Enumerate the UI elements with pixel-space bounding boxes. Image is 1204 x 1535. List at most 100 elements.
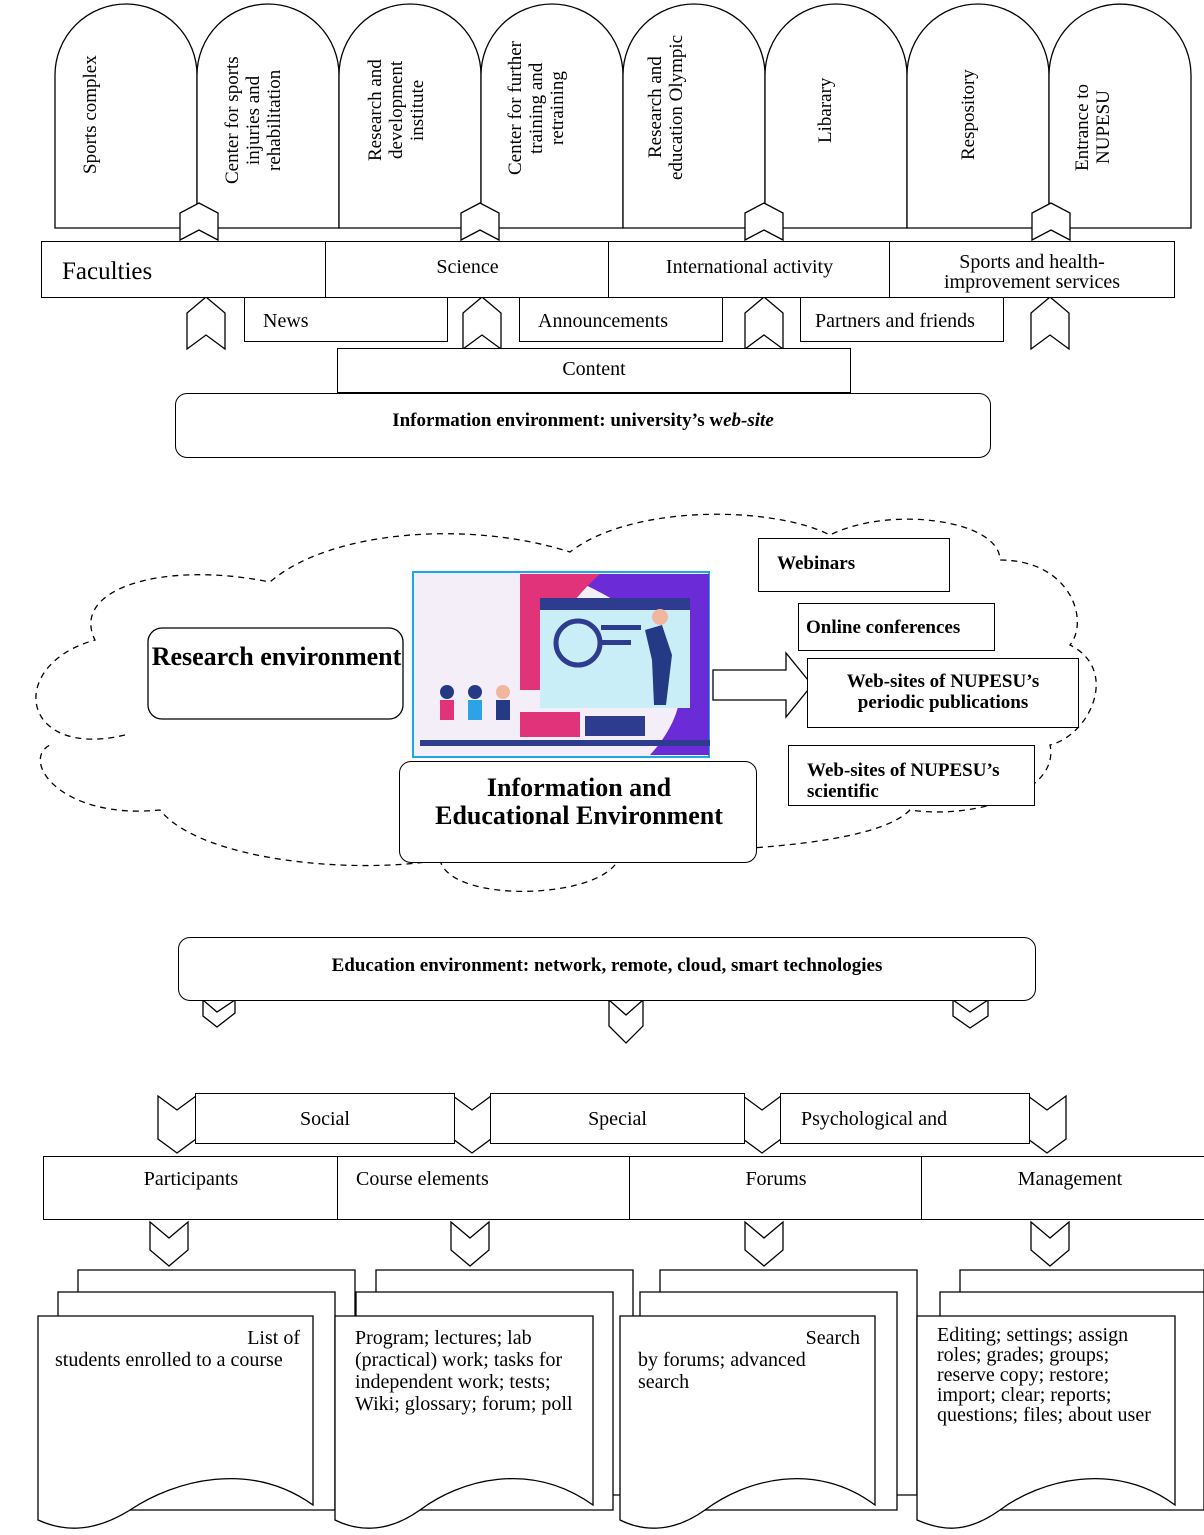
chevron-down-icon: [742, 1094, 782, 1154]
chevron-down-icon: [452, 1094, 492, 1154]
social-tab[interactable]: Social: [195, 1093, 455, 1144]
scientific-box[interactable]: Web-sites of NUPESU’s scientific: [788, 745, 1035, 806]
arch-shape-repository: [906, 3, 1050, 229]
international-label: International activity: [665, 256, 834, 278]
online-conferences-box[interactable]: Online conferences: [798, 603, 995, 651]
chevron-up-icon: [1031, 202, 1071, 242]
news-tab[interactable]: News: [244, 297, 448, 342]
arch-olympic[interactable]: Research and education Olympic: [645, 30, 725, 185]
arch-label: Entrance to NUPESU: [1072, 83, 1114, 172]
arch-shape-entrance: [1048, 3, 1192, 229]
doc-stack-course: [334, 1269, 634, 1529]
info-edu-env-box: Information and Educational Environment: [399, 761, 757, 863]
course-elements-label: Course elements: [356, 1168, 489, 1190]
doc-participants-line2: students enrolled to a course: [55, 1349, 283, 1371]
arch-label: Sports complex: [80, 55, 101, 175]
chevron-down-icon: [149, 1220, 189, 1267]
chevron-down-icon: [952, 998, 989, 1029]
doc-forums-text: Search by forums; advanced search: [638, 1327, 860, 1393]
chevron-down-icon: [1027, 1094, 1067, 1154]
doc-management-text: Editing; settings; assign roles; grades;…: [937, 1324, 1151, 1426]
doc-stack-participants: [37, 1269, 356, 1529]
chevron-up-icon: [179, 202, 219, 242]
arch-shape-further-training: [480, 3, 624, 229]
content-box[interactable]: Content: [337, 348, 851, 393]
research-env-label: Research environment: [151, 642, 402, 671]
arch-center-injuries[interactable]: Center for sports injuries and rehabilit…: [222, 28, 292, 213]
arch-repository[interactable]: Respository: [958, 50, 998, 180]
doc-stack-management: [916, 1269, 1204, 1529]
chevron-down-icon: [1030, 1220, 1070, 1267]
management-tab[interactable]: Management: [921, 1156, 1204, 1220]
news-label: News: [263, 310, 309, 332]
arch-shape-sports-complex: [54, 3, 198, 229]
right-arrow-icon: [712, 651, 813, 719]
arch-library[interactable]: Libarary: [815, 60, 855, 160]
webinars-box[interactable]: Webinars: [758, 538, 950, 592]
chevron-up-icon: [1030, 296, 1070, 351]
arch-research-institute[interactable]: Research and development institute: [365, 30, 445, 190]
arch-shape-library: [764, 3, 908, 229]
chevron-down-icon: [450, 1220, 490, 1267]
special-label: Special: [588, 1108, 647, 1130]
arch-further-training[interactable]: Center for further training and retraini…: [505, 28, 585, 188]
international-tab[interactable]: International activity: [608, 241, 891, 298]
arch-label: Respository: [958, 69, 979, 161]
arch-label: Center for further training and retraini…: [505, 41, 568, 175]
doc-forums-line2: by forums; advanced search: [638, 1349, 806, 1393]
faculties-label: Faculties: [62, 258, 153, 285]
website-title-plain: Information environment: university’s w: [392, 410, 724, 431]
announcements-label: Announcements: [538, 310, 668, 332]
course-elements-tab[interactable]: Course elements: [337, 1156, 631, 1220]
psychological-label: Psychological and: [801, 1108, 948, 1130]
chevron-up-icon: [460, 202, 500, 242]
online-conferences-label: Online conferences: [806, 617, 961, 638]
education-title-box: Education environment: network, remote, …: [178, 937, 1036, 1001]
management-label: Management: [1017, 1168, 1123, 1190]
partners-label: Partners and friends: [815, 310, 975, 332]
doc-stack-forums: [619, 1269, 918, 1529]
arch-label: Research and education Olympic: [645, 34, 687, 181]
arch-shape-center-injuries: [196, 3, 340, 229]
periodic-publications-box[interactable]: Web-sites of NUPESU’s periodic publicati…: [807, 658, 1079, 728]
periodic-publications-label: Web-sites of NUPESU’s periodic publicati…: [846, 671, 1040, 713]
faculties-tab[interactable]: Faculties: [41, 241, 327, 298]
social-label: Social: [300, 1108, 350, 1130]
info-edu-env-label: Information and Educational Environment: [435, 773, 723, 830]
chevron-down-icon: [744, 1220, 784, 1267]
special-tab[interactable]: Special: [490, 1093, 745, 1144]
arch-entrance[interactable]: Entrance to NUPESU: [1072, 60, 1132, 195]
webinars-label: Webinars: [777, 553, 856, 574]
chevron-up-icon: [186, 296, 226, 351]
chevron-up-icon: [462, 296, 502, 351]
website-title-box: Information environment: university’s we…: [175, 393, 991, 458]
psychological-tab[interactable]: Psychological and: [780, 1093, 1030, 1144]
website-title-italic: eb-site: [723, 410, 774, 431]
chevron-down-icon: [202, 998, 236, 1028]
doc-course-text: Program; lectures; lab (practical) work;…: [355, 1327, 573, 1415]
arch-shape-research-institute: [338, 3, 482, 229]
arch-sports-complex[interactable]: Sports complex: [80, 30, 120, 200]
participants-tab[interactable]: Participants: [43, 1156, 339, 1220]
forums-tab[interactable]: Forums: [629, 1156, 923, 1220]
announcements-tab[interactable]: Announcements: [519, 297, 723, 342]
sports-health-tab[interactable]: Sports and health-improvement services: [889, 241, 1175, 298]
chevron-up-icon: [744, 296, 784, 351]
science-tab[interactable]: Science: [325, 241, 610, 298]
sports-health-label: Sports and health-improvement services: [943, 251, 1121, 293]
arch-label: Center for sports injuries and rehabilit…: [222, 56, 285, 185]
chevron-down-icon: [608, 998, 644, 1044]
scientific-label: Web-sites of NUPESU’s scientific: [807, 760, 1000, 802]
arch-label: Research and development institute: [365, 59, 428, 161]
arch-shape-olympic: [622, 3, 766, 229]
content-label: Content: [562, 358, 626, 380]
arch-label: Libarary: [815, 77, 836, 143]
doc-forums-line1: Search: [805, 1327, 860, 1349]
research-env-box: [147, 627, 404, 720]
chevron-down-icon: [157, 1094, 197, 1154]
education-illustration: [412, 571, 710, 758]
partners-tab[interactable]: Partners and friends: [800, 297, 1004, 342]
chevron-up-icon: [744, 202, 784, 242]
website-title: Information environment: university’s we…: [176, 410, 990, 432]
